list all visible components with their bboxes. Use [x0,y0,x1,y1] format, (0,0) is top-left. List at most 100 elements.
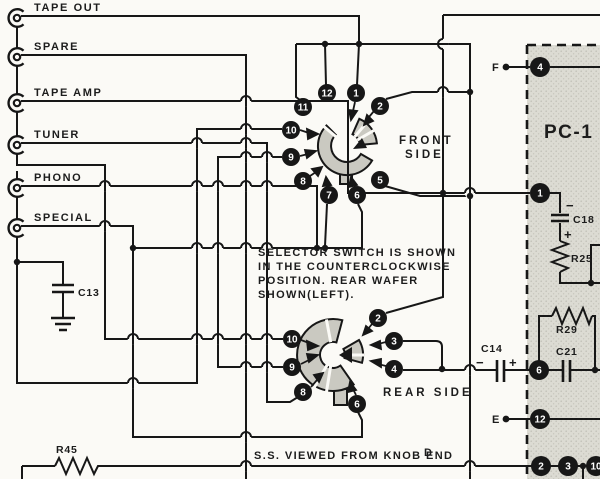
arrow-rear-8 [310,371,325,388]
selector-note-line-2: IN THE COUNTERCLOCKWISE [258,261,451,273]
terminal-arrows [299,101,387,396]
arrow-rear-4 [368,357,387,369]
front-terminal-10: 10 [282,121,300,139]
arrow-rear-2 [361,323,374,337]
front-terminal-9-label: 9 [288,153,294,164]
rear-rotor-arrow-icon [339,347,352,363]
front-side-label-1: FRONT [399,135,454,147]
jack-label-tuner: TUNER [34,129,80,141]
pc1-board-area [527,45,600,479]
front-terminal-8-label: 8 [300,177,306,188]
arrow-front-6 [347,174,359,189]
wire-tapeout-net [21,15,471,479]
selector-note-line-3: POSITION. REAR WAFER [258,275,419,287]
wire-hops [99,38,476,472]
arrow-rear-6 [346,379,358,396]
rear-terminal-2-label: 2 [375,314,381,325]
front-terminal-5-label: 5 [377,176,383,187]
arrow-rear-9 [300,352,321,365]
c18-plus-sign: + [564,227,572,242]
jack-label-tape-amp: TAPE AMP [34,87,102,99]
junction-dots [13,40,599,470]
pc1-terminal-2-label: 2 [538,462,544,473]
wire-top-right-net [385,14,600,314]
front-terminal-11-label: 11 [298,103,309,114]
front-terminal-8: 8 [294,172,312,190]
arrow-rear-3 [368,339,387,351]
arrow-front-7 [321,174,333,188]
jack-tape-out [7,8,25,28]
front-terminal-2-label: 2 [377,102,383,113]
c14-label: C14 [481,343,503,355]
pc1-terminal-6: 6 [529,360,549,380]
r29-label: R29 [556,324,578,336]
rear-terminal-3-label: 3 [391,337,397,348]
wire-phono-net [21,185,318,248]
jack-special [7,218,25,238]
resistor-r29 [551,305,593,327]
arrow-front-9 [299,148,319,160]
wire-front-2-5-feeds [384,91,470,197]
terminal-badges: 11 12 1 2 10 9 8 7 6 5 2 3 4 10 9 8 6 4 … [282,57,600,476]
capacitor-c14-icon [495,360,506,382]
pc1-title: PC-1 [544,122,593,143]
pc1-terminal-2: 2 [531,456,551,476]
jack-tuner [7,135,25,155]
front-terminal-7-label: 7 [326,191,332,202]
wire-front7-feed [324,203,328,247]
wire-rear4-c14-pc1 [403,315,600,371]
selector-note-line-4: SHOWN(LEFT). [258,289,355,301]
front-wafer-stator [316,124,374,177]
front-terminal-12: 12 [318,84,336,102]
c18-minus-sign: − [566,198,574,213]
front-terminal-1: 1 [347,84,365,102]
rear-side-label: REAR SIDE [383,387,473,399]
wire-d-label: D [424,447,433,459]
front-terminal-6-label: 6 [354,191,360,202]
pc1-terminal-10: 10 [586,456,600,476]
capacitor-c18-icon [551,213,569,223]
rear-terminal-2: 2 [369,309,387,327]
front-terminal-6: 6 [348,186,366,204]
r45-label: R45 [56,444,78,456]
front-wafer-contact-gaps [321,114,375,142]
wire-ground-chain [16,26,283,384]
c13-label: C13 [78,287,100,299]
component-symbols [51,213,572,382]
capacitor-c21-icon [561,360,572,382]
wire-rear3-elbow [403,340,443,369]
pc1-terminal-1: 1 [530,183,550,203]
pc1-terminal-3-label: 3 [565,462,571,473]
front-terminal-7: 7 [320,186,338,204]
rear-terminal-8-label: 8 [300,388,306,399]
front-terminal-11: 11 [294,98,312,116]
jack-label-phono: PHONO [34,172,82,184]
wire-tapeamp-net [21,100,530,194]
front-terminal-2: 2 [371,97,389,115]
jack-tape-amp [7,93,25,113]
jack-label-special: SPECIAL [34,212,93,224]
rear-terminal-10-label: 10 [286,335,298,346]
c14-plus-sign: + [509,355,517,370]
rear-terminal-6-label: 6 [354,400,360,411]
resistor-r25 [549,240,571,273]
pc1-terminal-12-label: 12 [534,415,546,426]
pc1-terminal-3: 3 [558,456,578,476]
rear-terminal-9: 9 [283,358,301,376]
front-terminal-9: 9 [282,148,300,166]
point-e-label: E [492,414,500,426]
ground-icon [51,316,75,332]
selector-note-line-1: SELECTOR SWITCH IS SHOWN [258,247,456,259]
front-terminal-5: 5 [371,171,389,189]
rear-terminal-8: 8 [294,383,312,401]
pc1-terminal-10-label: 10 [590,462,600,473]
pc1-terminal-4-label: 4 [537,63,543,74]
jack-label-spare: SPARE [34,41,79,53]
point-f-label: F [492,62,500,74]
arrow-front-1 [347,101,359,123]
wire-bottom-row [21,465,600,479]
point-f-dot [502,63,510,71]
front-rotor-arrow-icon [353,138,367,149]
rear-terminal-9-label: 9 [289,363,295,374]
